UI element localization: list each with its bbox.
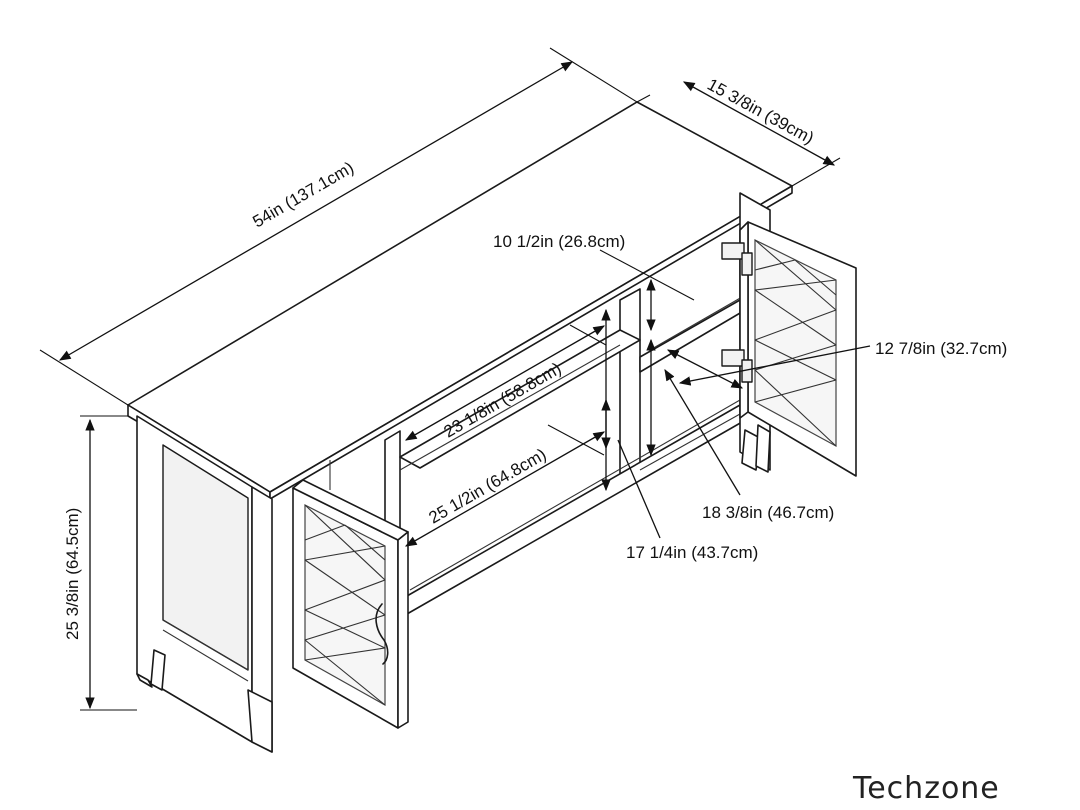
lower-shelf-width-label: 25 1/2in (64.8cm) (426, 445, 550, 528)
left-side-panel (136, 415, 273, 753)
tv-stand-drawing (127, 101, 857, 753)
right-door (721, 221, 857, 477)
lower-shelf-width-line (404, 431, 606, 547)
brand-logo-text: Techzone (852, 771, 1000, 806)
dimension-lines (39, 47, 871, 711)
curved-handle-icon (375, 603, 389, 665)
cabinet-depth-label: 18 3/8in (46.7cm) (702, 503, 834, 522)
right-door-lattice (754, 239, 837, 447)
left-door-lattice (304, 504, 386, 706)
depth-dimension-line (682, 81, 836, 166)
door-width-label: 12 7/8in (32.7cm) (875, 339, 1007, 358)
cabinet-depth-leader (664, 368, 741, 496)
lower-opening-leader (617, 439, 661, 539)
width-dimension-line (58, 61, 574, 361)
upper-shelf-width-line (404, 325, 606, 441)
left-back-leg (150, 649, 166, 691)
width-label: 54in (137.1cm) (249, 158, 357, 231)
depth-label: 15 3/8in (39cm) (704, 75, 817, 148)
height-label: 25 3/8in (64.5cm) (63, 508, 82, 640)
left-door (292, 479, 409, 729)
lower-opening-height-label: 17 1/4in (43.7cm) (626, 543, 758, 562)
upper-shelf-height-label: 10 1/2in (26.8cm) (493, 232, 625, 251)
